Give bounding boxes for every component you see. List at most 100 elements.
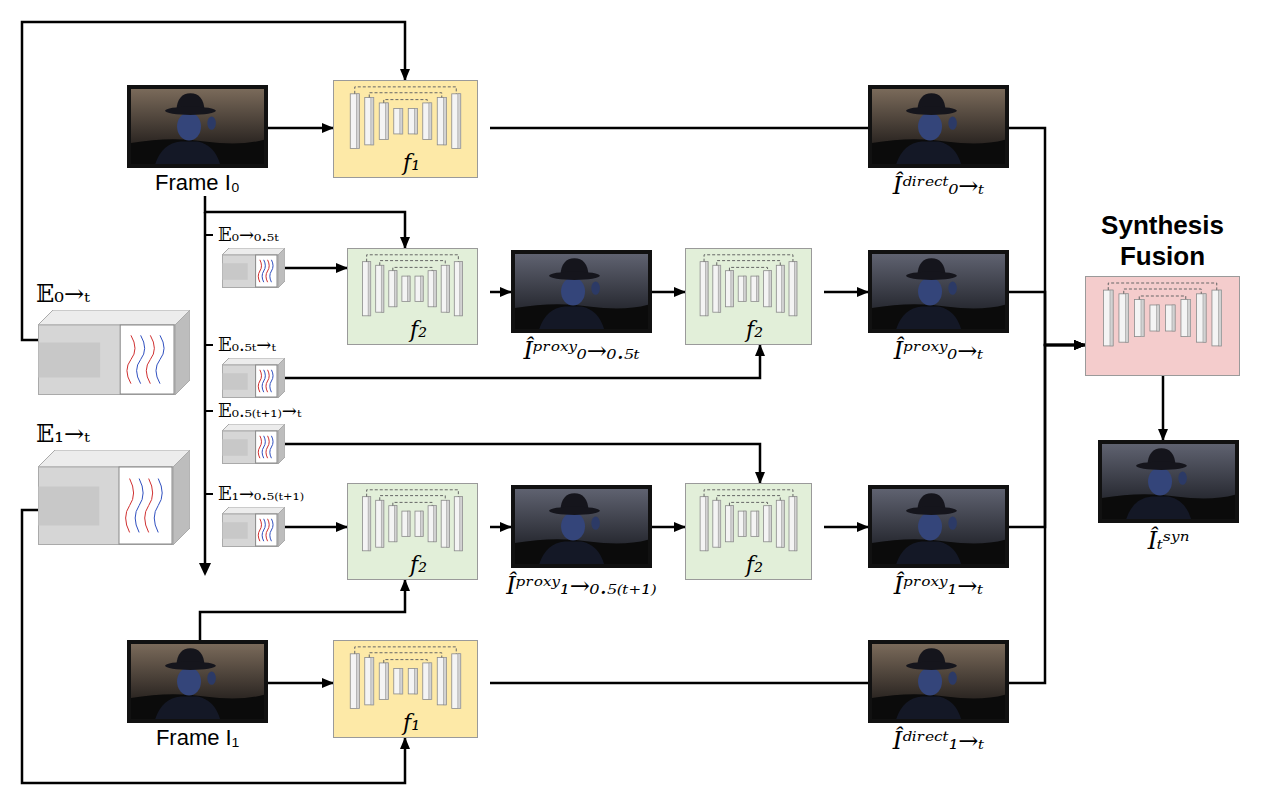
layer-block	[764, 506, 772, 542]
layer-block-side	[414, 108, 417, 134]
person-face	[1148, 467, 1172, 495]
skip-connection	[1124, 289, 1202, 294]
layer-block	[1119, 294, 1129, 342]
layer-block-side	[705, 262, 708, 316]
layer-block	[1103, 290, 1113, 346]
event-trace	[270, 436, 273, 458]
layer-block	[789, 497, 797, 551]
layer-block-side	[756, 276, 759, 301]
event-face	[256, 514, 277, 546]
shape-art	[38, 310, 190, 395]
event-trace	[156, 335, 164, 383]
layer-block-side	[407, 276, 410, 301]
cube-shade	[39, 487, 100, 526]
layer-block	[423, 663, 432, 699]
shape-art	[511, 250, 652, 333]
picture-sky	[872, 489, 1005, 564]
layer-block	[713, 500, 721, 547]
person-shoulders	[1126, 496, 1191, 519]
cube-top	[38, 310, 190, 325]
layer-block	[764, 271, 772, 307]
network-name: f₂	[347, 552, 490, 578]
person-shoulders	[896, 141, 961, 164]
network-box: f₂	[347, 483, 490, 580]
cube-front	[223, 365, 279, 398]
image-label: 𝔼₀→₀.₅ₜ	[218, 224, 279, 246]
layer-block	[402, 276, 410, 301]
layer-block	[379, 103, 388, 139]
person-hand	[207, 117, 215, 130]
network-name: f₂	[347, 317, 490, 343]
layer-block-side	[356, 94, 359, 149]
layer-block-side	[356, 654, 359, 709]
layer-block-side	[400, 108, 403, 134]
event-volume: 𝔼₁→₀.₅₍ₜ₊₁₎	[222, 507, 285, 547]
connector-arrow	[1009, 292, 1085, 345]
shape-art	[222, 248, 285, 288]
layer-block-side	[443, 97, 446, 144]
image-label: 𝔼₁→₀.₅₍ₜ₊₁₎	[218, 483, 304, 505]
network-name: f₂	[685, 552, 824, 578]
image-label: Îₜˢʸⁿ	[1148, 527, 1190, 556]
layer-block	[700, 497, 708, 551]
event-face	[256, 365, 277, 397]
layer-block	[713, 265, 721, 312]
skip-connection	[369, 653, 442, 658]
hat-brim	[549, 507, 600, 515]
layer-block-side	[429, 663, 432, 699]
layer-block-side	[385, 103, 388, 139]
cube-top	[222, 248, 285, 255]
layer-block-side	[434, 271, 437, 307]
layer-block-side	[414, 668, 417, 694]
shape-art	[222, 358, 285, 398]
event-trace	[262, 436, 265, 458]
event-face	[120, 325, 174, 394]
connector-arrow	[1009, 345, 1085, 527]
layer-block-side	[394, 271, 397, 307]
picture-sky	[872, 644, 1005, 719]
person-hand	[948, 672, 956, 685]
skip-connection	[380, 261, 446, 266]
layer-block	[441, 500, 449, 547]
person-shoulders	[155, 696, 220, 719]
picture-sky	[1102, 444, 1235, 519]
person-hand	[948, 282, 956, 295]
cube-top	[38, 450, 190, 467]
layer-block-side	[1172, 305, 1175, 331]
layer-block	[1165, 305, 1175, 331]
layer-block-side	[434, 506, 437, 542]
layer-block-side	[1187, 299, 1190, 336]
event-trace	[266, 436, 269, 458]
layer-block-side	[368, 262, 371, 316]
cube-side	[278, 358, 285, 398]
layer-block	[394, 668, 403, 694]
layer-block-side	[421, 511, 424, 536]
layer-block-side	[705, 497, 708, 551]
picture-ground	[515, 304, 648, 329]
network-box: f₂	[685, 248, 824, 345]
layer-block	[789, 262, 797, 316]
layer-block	[402, 511, 410, 536]
picture-sky	[515, 254, 648, 329]
hat-brim	[906, 662, 957, 670]
input-frame: Frame I₀	[127, 85, 268, 196]
layer-block	[415, 511, 423, 536]
output-image: Îᵖʳᵒˣʸ₁→₀.₅₍ₜ₊₁₎	[511, 485, 652, 568]
person-face	[561, 512, 585, 540]
cube-shade	[223, 439, 248, 456]
skip-connection	[384, 660, 428, 663]
network-name: f₁	[333, 710, 490, 736]
person-hand	[948, 517, 956, 530]
layer-block-side	[1203, 294, 1206, 342]
event-volume: 𝔼₀.₅ₜ→ₜ	[222, 358, 285, 398]
connector-arrow	[268, 682, 333, 685]
layer-block-side	[381, 500, 384, 547]
connector-arrow	[652, 526, 685, 529]
picture-frame	[868, 85, 1009, 168]
picture-sky	[131, 89, 264, 164]
shape-art	[511, 485, 652, 568]
hat-brim	[906, 272, 957, 280]
person-face	[918, 667, 942, 695]
person-hand	[207, 672, 215, 685]
layer-block-side	[447, 265, 450, 312]
